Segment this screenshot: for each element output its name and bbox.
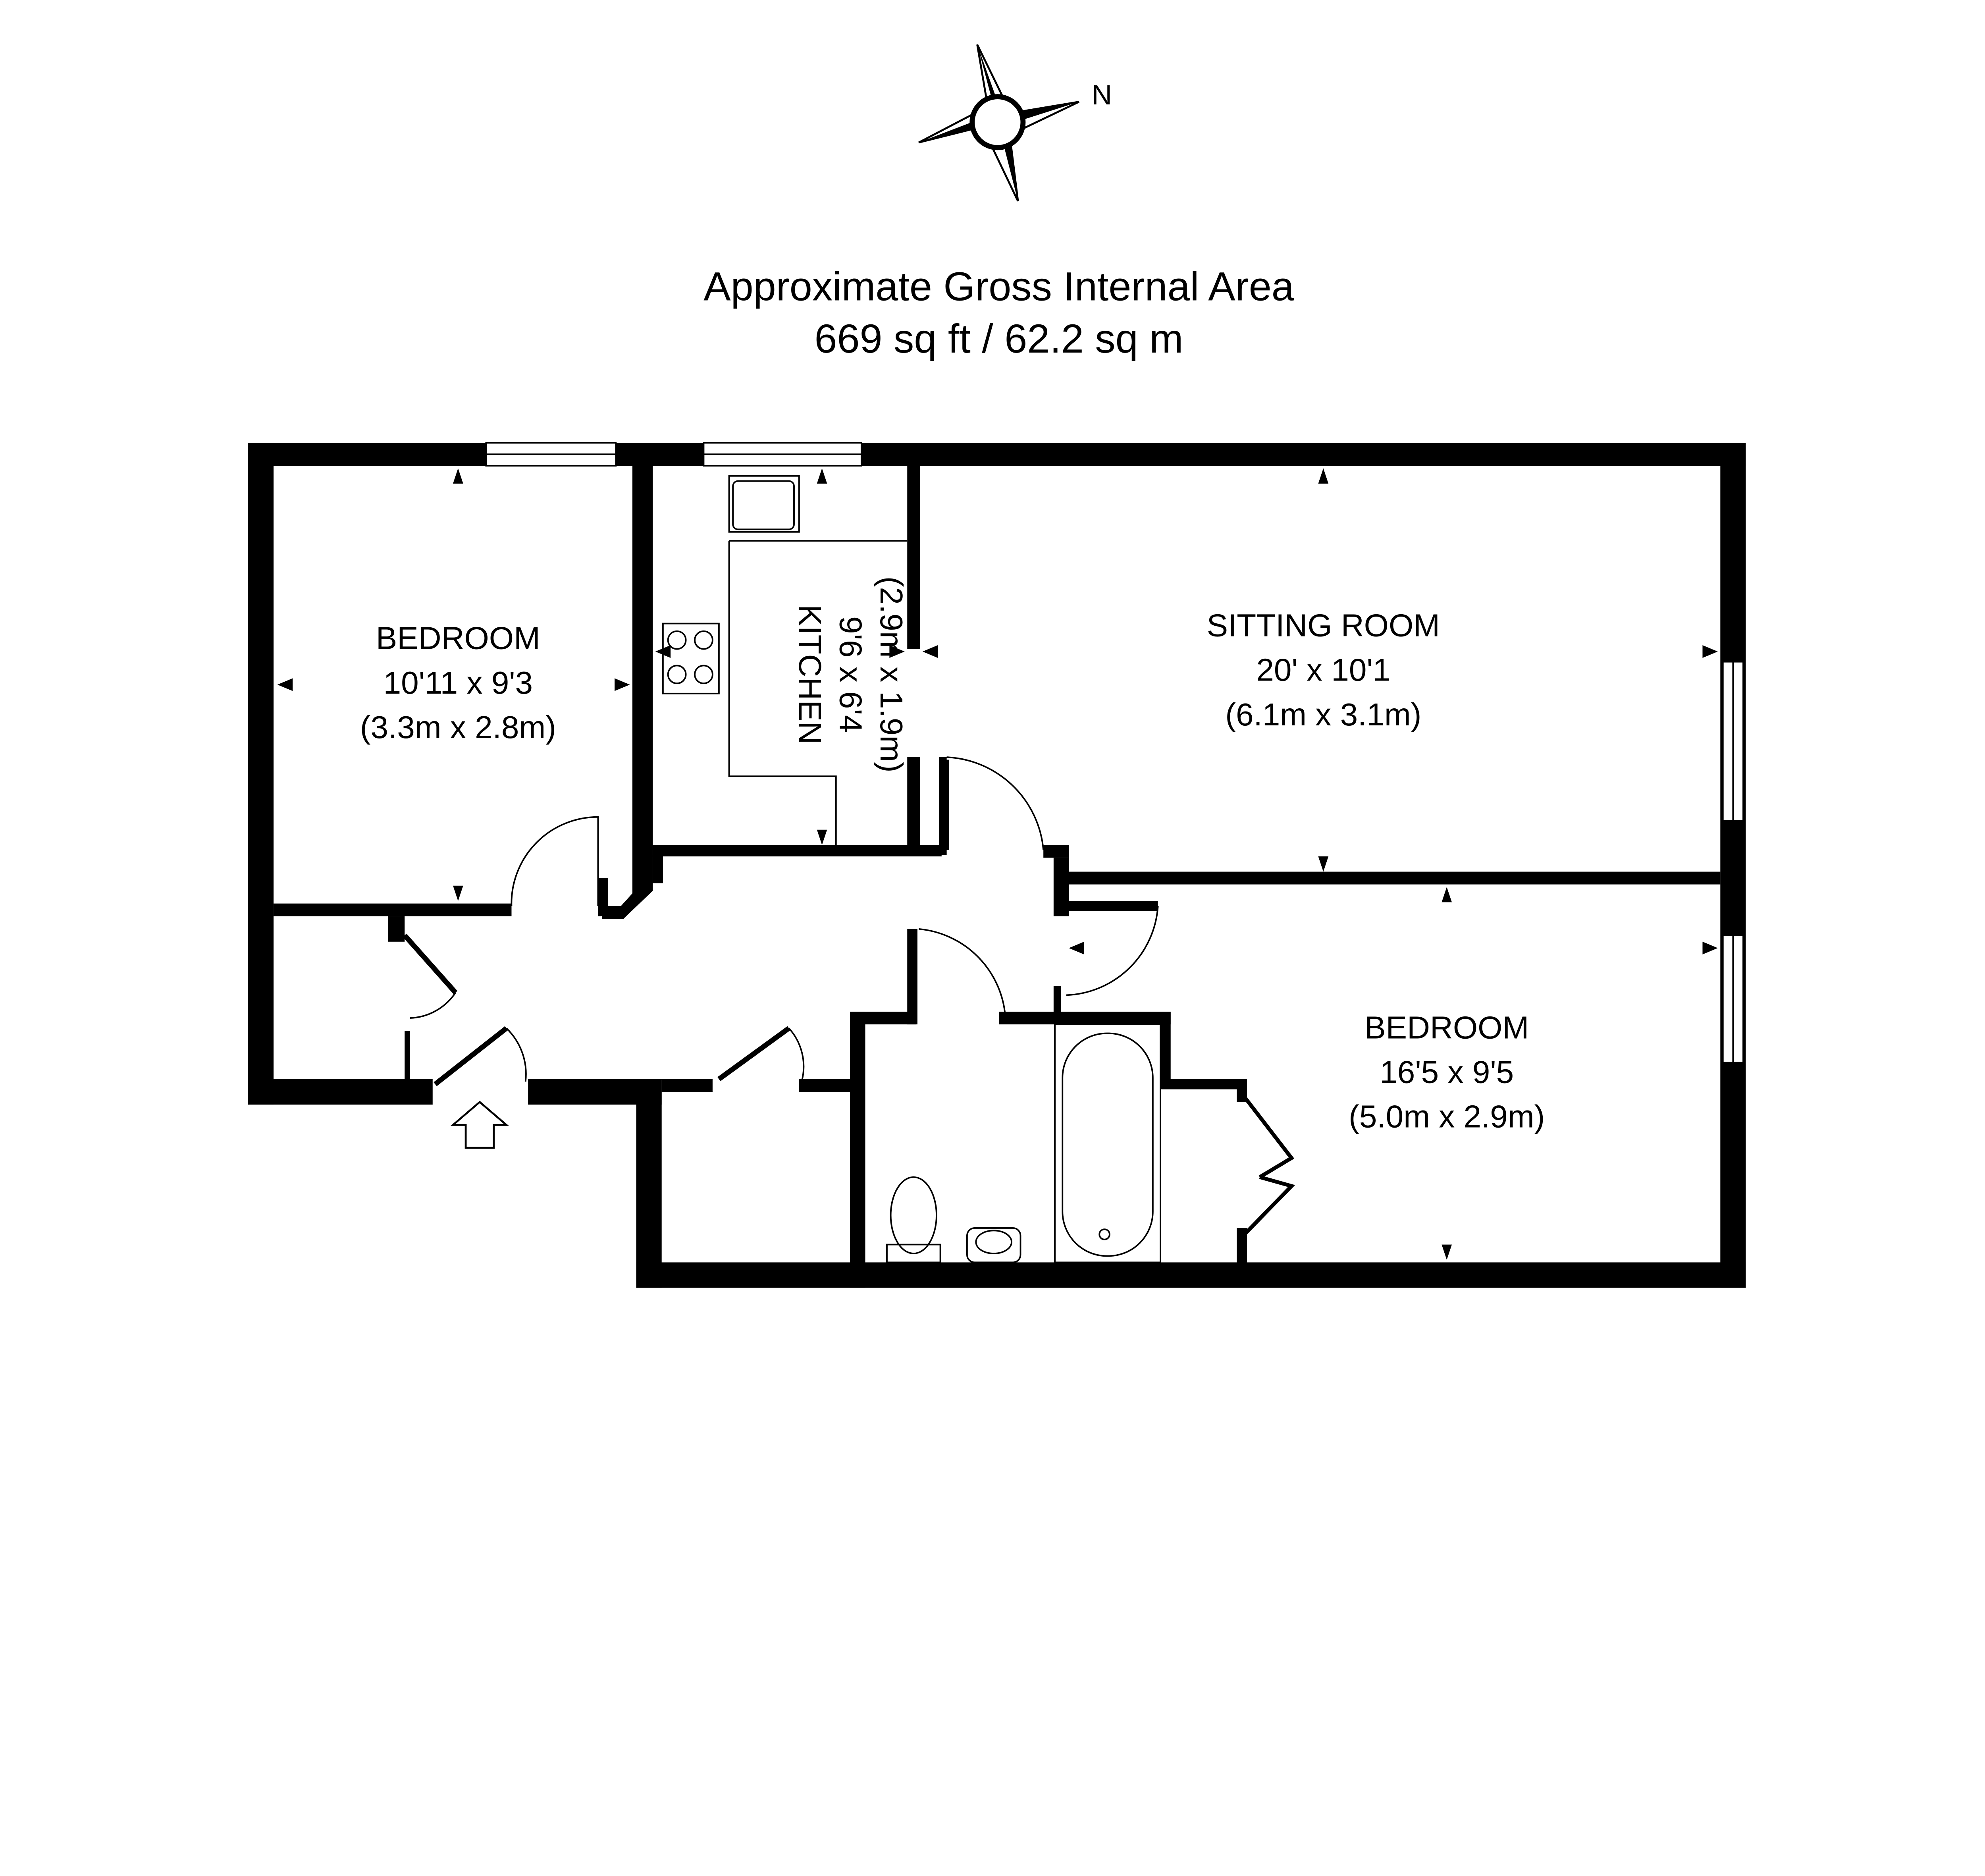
room-name: KITCHEN [792,605,828,744]
room-imperial: 10'11 x 9'3 [384,665,533,700]
room-metric: (3.3m x 2.8m) [360,709,556,745]
room-name: BEDROOM [376,620,540,656]
basin-icon [966,1227,1021,1263]
windows [485,442,1744,1064]
kitchen-fixtures [662,475,908,845]
room-imperial: 20' x 10'1 [1256,652,1390,688]
room-imperial: 9'6 x 6'4 [833,616,869,733]
room-metric: (5.0m x 2.9m) [1349,1099,1545,1134]
bath-icon [1054,1024,1161,1263]
room-kitchen: KITCHEN 9'6 x 6'4 (2.9m x 1.9m) [792,576,910,773]
toilet-icon [890,1176,937,1254]
hob-icon [662,623,720,694]
bathroom-fixtures [886,1024,1161,1263]
north-label: N [1092,79,1112,110]
area-title: Approximate Gross Internal Area [703,263,1295,309]
room-sitting-room: SITTING ROOM 20' x 10'1 (6.1m x 3.1m) [1207,607,1440,732]
doors [403,756,1295,1236]
sink-icon [728,475,800,533]
room-name: BEDROOM [1364,1009,1529,1045]
entrance-arrow-icon [450,1101,509,1149]
compass-icon: N [918,44,1112,202]
room-bedroom-2: BEDROOM 16'5 x 9'5 (5.0m x 2.9m) [1349,1009,1545,1134]
dimension-markers [277,468,1718,1260]
area-value: 669 sq ft / 62.2 sq m [814,316,1183,361]
room-imperial: 16'5 x 9'5 [1380,1054,1514,1090]
room-bedroom-1: BEDROOM 10'11 x 9'3 (3.3m x 2.8m) [360,620,556,745]
room-metric: (6.1m x 3.1m) [1225,696,1421,732]
walls [248,443,1746,1288]
floor-plan: N Approximate Gross Internal Area 669 sq… [248,44,1746,1288]
room-metric: (2.9m x 1.9m) [874,576,910,773]
room-name: SITTING ROOM [1207,607,1440,643]
